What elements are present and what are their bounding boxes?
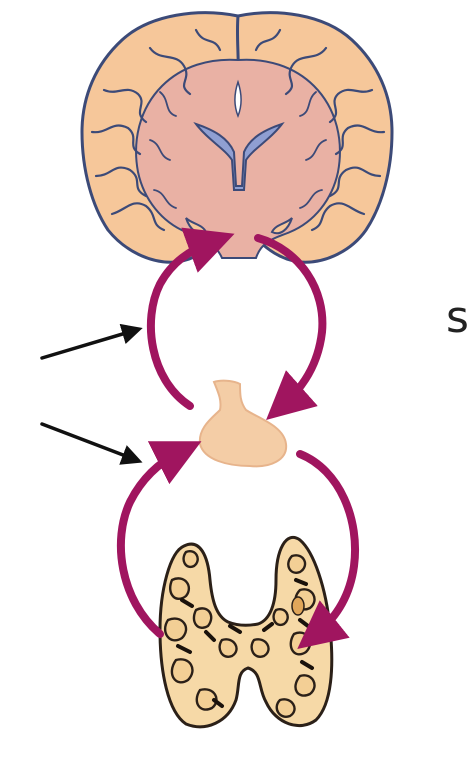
brain-coronal-section-icon [82,13,392,262]
pituitary-stalk-and-body [200,381,286,467]
cut-off-label: s [446,296,469,340]
thyroid-gland-icon [160,537,332,726]
septum-slit [235,82,241,116]
pointer-arrow-top [42,330,136,358]
pointer-arrows [42,330,136,460]
pituitary-gland-icon [200,381,286,467]
parathyroid-spot [292,597,304,615]
pointer-arrow-bottom [42,424,136,460]
arrow-pituitary-to-brain [151,242,212,406]
